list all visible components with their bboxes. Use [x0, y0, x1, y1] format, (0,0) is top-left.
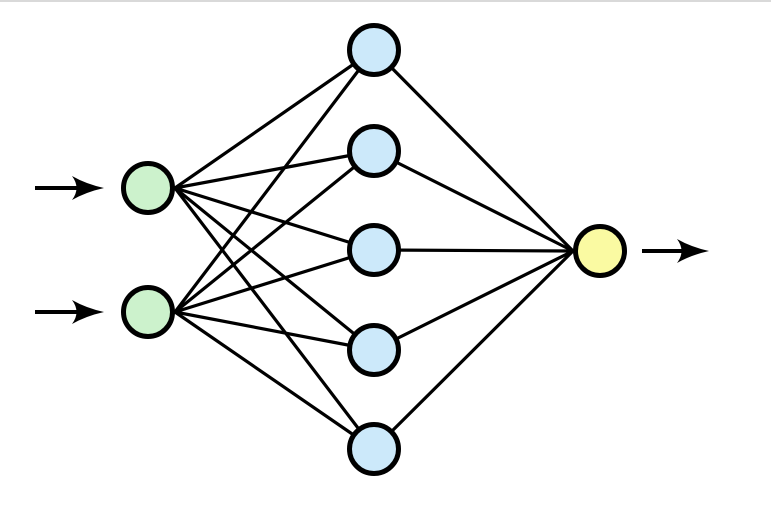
hidden-node — [347, 23, 401, 77]
input-node — [121, 161, 175, 215]
edge-input-to-hidden — [173, 310, 376, 352]
edge-input-to-hidden — [173, 149, 376, 314]
hidden-node — [347, 223, 401, 277]
edge-input-to-hidden — [173, 186, 376, 352]
edge-input-to-hidden — [173, 48, 376, 314]
edge-hidden-to-output — [372, 149, 575, 253]
edge-input-to-hidden — [173, 186, 376, 252]
edge-input-to-hidden — [173, 48, 376, 190]
edge-hidden-to-output — [372, 249, 575, 352]
edge-input-to-hidden — [173, 310, 376, 451]
hidden-node — [347, 124, 401, 178]
edge-input-to-hidden — [173, 149, 376, 190]
edge-hidden-to-output — [372, 249, 575, 451]
output-arrow-head-icon — [677, 239, 709, 263]
input-arrow-2-head-icon — [72, 300, 104, 324]
hidden-node — [347, 422, 401, 476]
input-arrow-1-head-icon — [72, 176, 104, 200]
edge-hidden-to-output — [372, 248, 575, 253]
input-node — [121, 285, 175, 339]
edge-input-to-hidden — [173, 186, 376, 451]
top-border-line — [0, 0, 771, 2]
edge-input-to-hidden — [173, 248, 376, 314]
output-node — [573, 224, 627, 278]
edge-hidden-to-output — [372, 48, 575, 253]
hidden-node — [347, 323, 401, 377]
